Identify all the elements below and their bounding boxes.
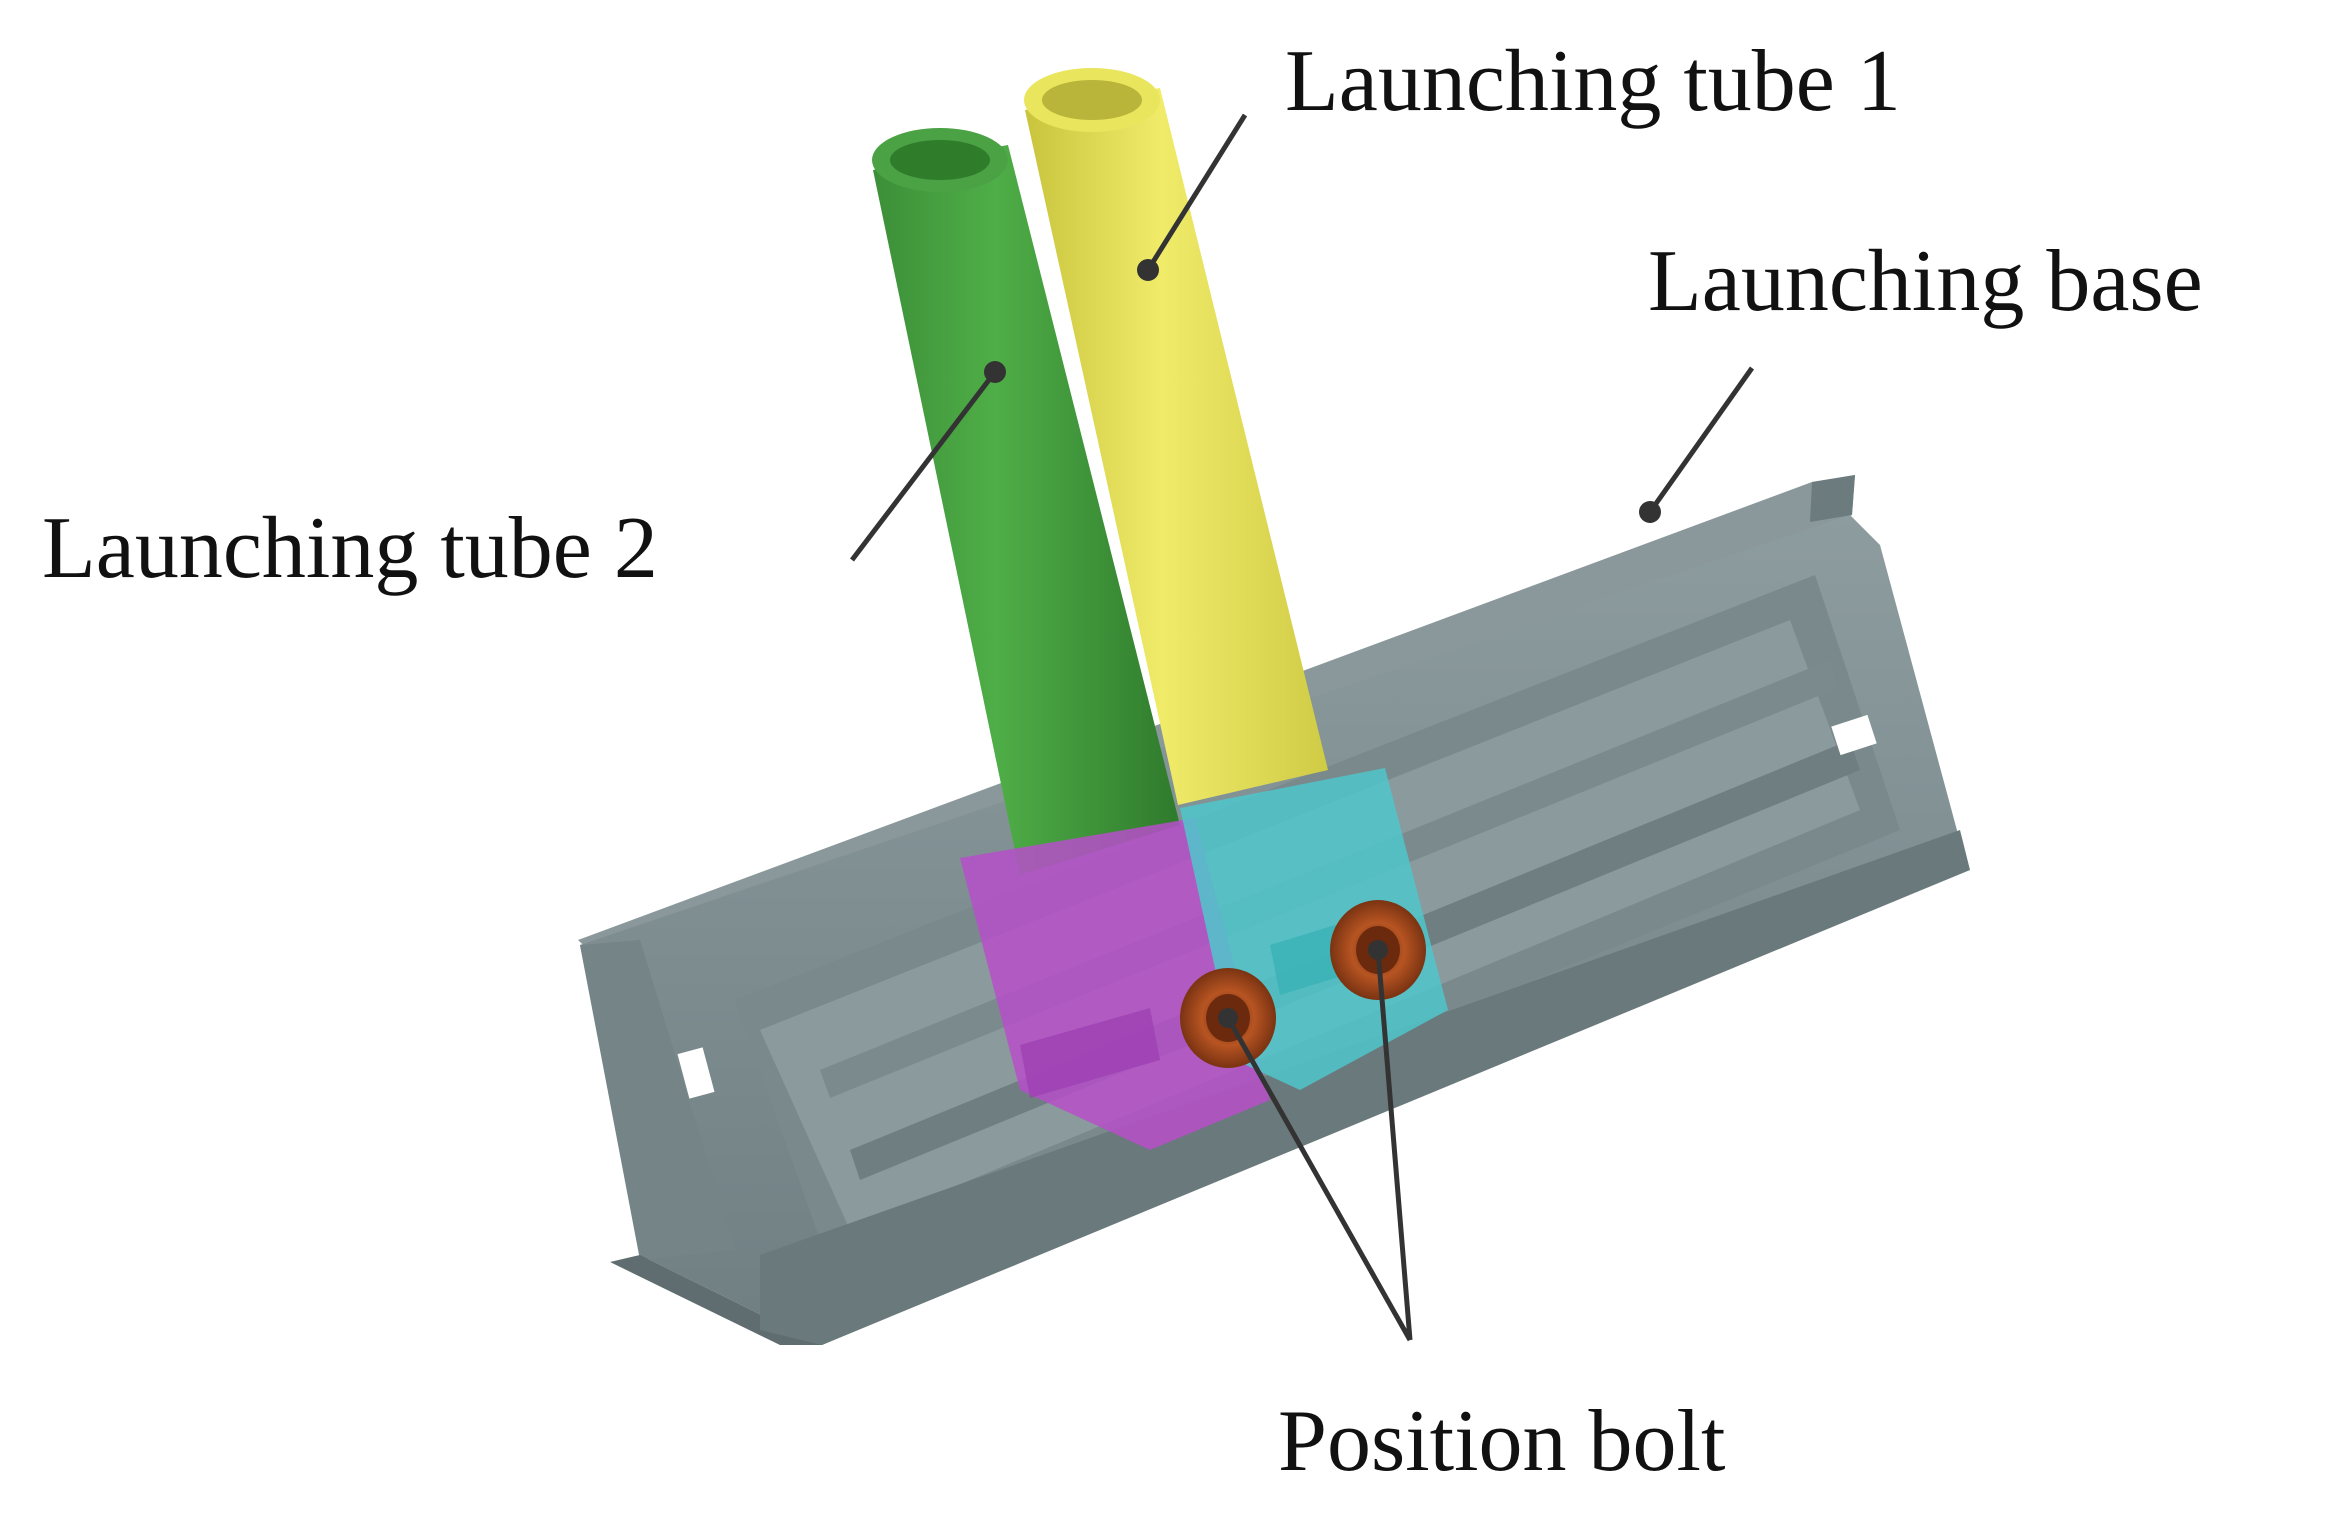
launching-tube-2 bbox=[872, 128, 1180, 875]
label-launching-base: Launching base bbox=[1648, 233, 2203, 330]
leader-bolt-b bbox=[1375, 949, 1413, 1341]
leader-lines bbox=[850, 113, 1755, 1342]
label-launching-tube-1: Launching tube 1 bbox=[1285, 33, 1901, 130]
leader-bolt-a bbox=[1225, 1016, 1413, 1342]
launching-tube-1 bbox=[1024, 68, 1328, 805]
leader-base bbox=[1647, 366, 1755, 514]
leader-tube1 bbox=[1145, 113, 1248, 272]
label-launching-tube-2: Launching tube 2 bbox=[42, 500, 658, 597]
leader-tube2 bbox=[850, 370, 997, 562]
mounting-block-magenta bbox=[960, 818, 1270, 1150]
label-position-bolt: Position bolt bbox=[1278, 1393, 1726, 1490]
leader-dots bbox=[984, 259, 1661, 1028]
